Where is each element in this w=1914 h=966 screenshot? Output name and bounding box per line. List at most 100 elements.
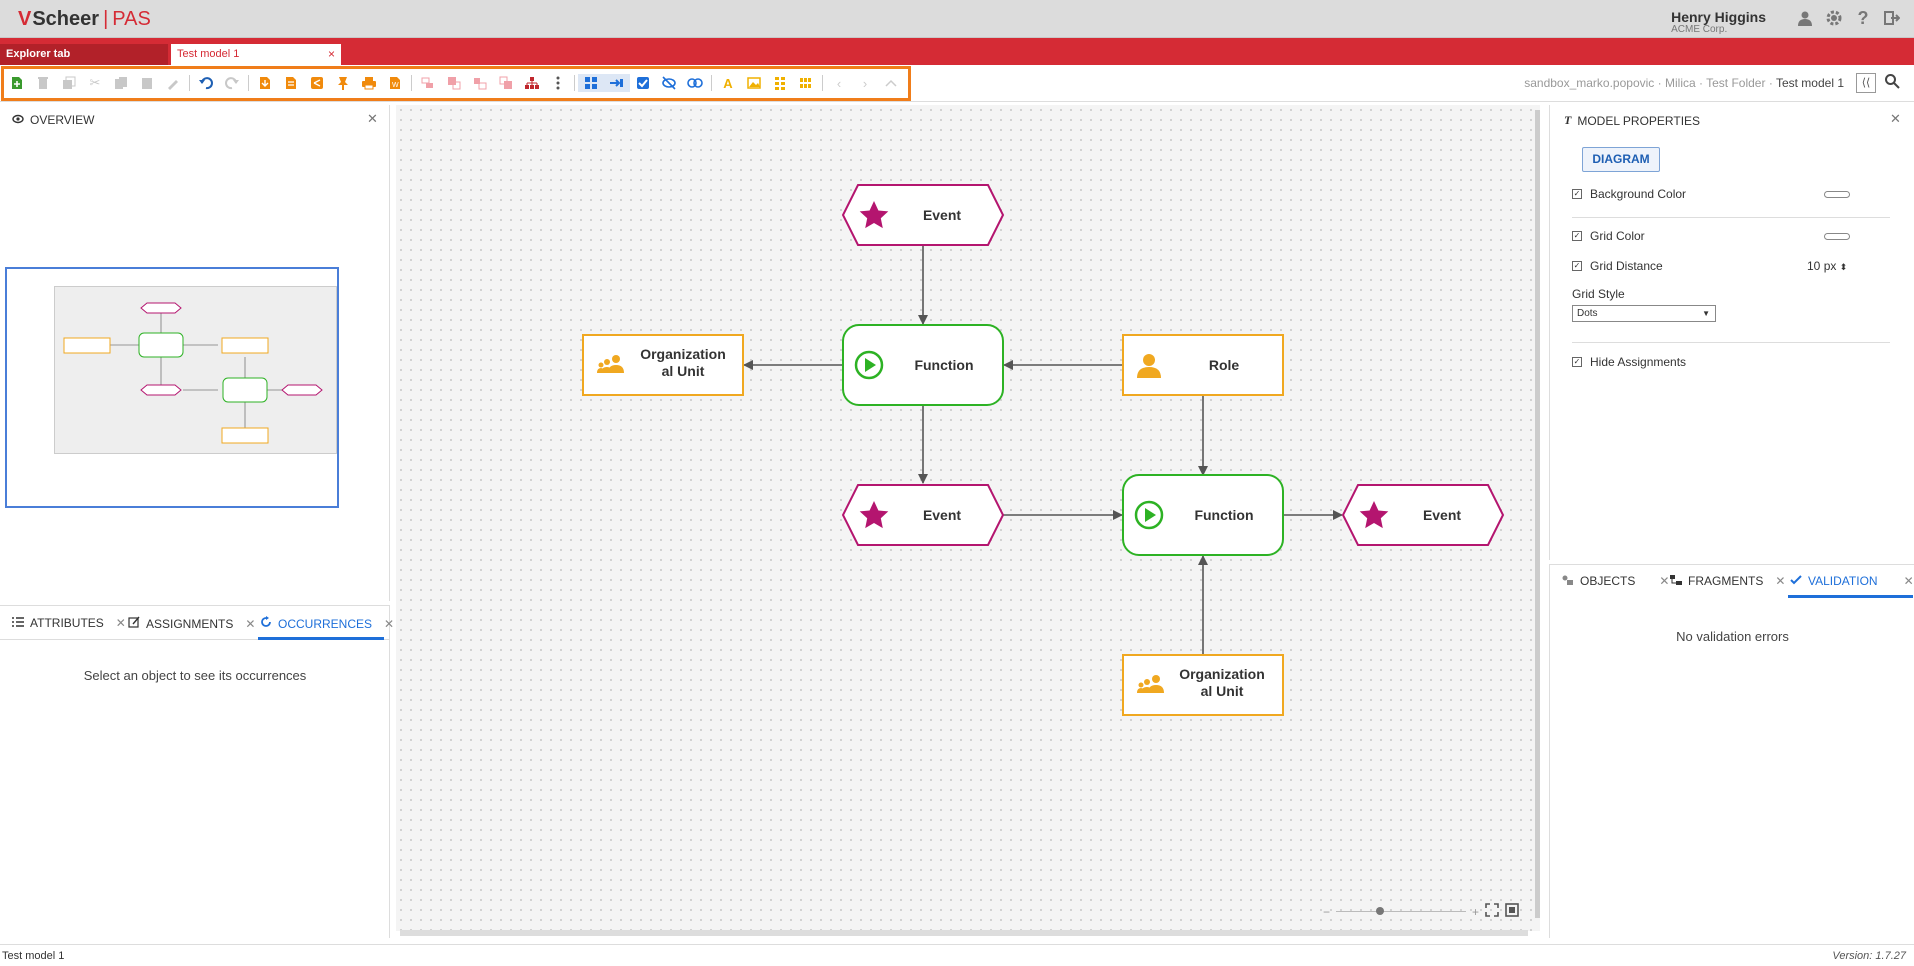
close-fragments-icon[interactable]: ✕	[1775, 574, 1786, 588]
collapse-panels-icon[interactable]: ⟨⟨	[1856, 73, 1876, 93]
word-export-icon[interactable]: W	[382, 74, 408, 92]
gear-icon[interactable]	[1824, 8, 1844, 28]
fit-to-screen-icon[interactable]	[1485, 903, 1499, 920]
columns-icon[interactable]	[767, 74, 793, 92]
tab-attributes[interactable]: ATTRIBUTES ✕	[12, 616, 126, 630]
function-node[interactable]: Function	[842, 324, 1004, 406]
breadcrumb-separator: ·	[1657, 76, 1662, 90]
close-occurrences-icon[interactable]: ✕	[384, 616, 395, 631]
diagram-canvas[interactable]: Event Function Organization al Unit Role…	[396, 105, 1540, 931]
close-overview-icon[interactable]: ✕	[367, 111, 378, 126]
validate-icon[interactable]	[630, 74, 656, 92]
event-node[interactable]: Event	[841, 484, 1005, 546]
close-tab-icon[interactable]: ×	[327, 47, 335, 61]
zoom-slider-handle[interactable]	[1376, 907, 1385, 915]
close-properties-icon[interactable]: ✕	[1890, 111, 1901, 126]
hierarchy-icon[interactable]	[519, 74, 545, 92]
tab-test-model[interactable]: Test model 1 ×	[171, 44, 341, 65]
organizational-unit-node[interactable]: Organization al Unit	[1122, 654, 1284, 716]
tab-occurrences[interactable]: OCCURRENCES ✕	[260, 616, 394, 631]
new-model-icon[interactable]	[4, 74, 30, 92]
up-icon[interactable]	[878, 74, 904, 92]
next-icon[interactable]: ›	[862, 75, 868, 91]
redo-icon[interactable]	[219, 74, 245, 92]
model-properties-title: MODEL PROPERTIES	[1577, 113, 1701, 128]
grid-color-checkbox[interactable]: ✓	[1572, 231, 1582, 241]
grid-style-select[interactable]: Dots ▼	[1572, 305, 1716, 322]
snap-icon[interactable]	[604, 74, 630, 92]
logout-icon[interactable]	[1882, 8, 1902, 28]
role-node[interactable]: Role	[1122, 334, 1284, 396]
format-painter-icon[interactable]	[160, 74, 186, 92]
event-node[interactable]: Event	[1341, 484, 1505, 546]
previous-icon[interactable]: ‹	[836, 75, 842, 91]
background-color-label: Background Color	[1590, 187, 1687, 201]
pin-icon[interactable]	[330, 74, 356, 92]
share-icon[interactable]	[304, 74, 330, 92]
user-icon[interactable]	[1795, 8, 1815, 28]
close-validation-icon[interactable]: ✕	[1903, 574, 1914, 588]
tab-explorer[interactable]: Explorer tab	[0, 44, 168, 65]
tab-objects[interactable]: OBJECTS ✕	[1562, 574, 1669, 588]
print-icon[interactable]	[356, 74, 382, 92]
search-icon[interactable]	[1884, 73, 1904, 93]
hide-icon[interactable]	[656, 74, 682, 92]
close-attributes-icon[interactable]: ✕	[115, 616, 126, 630]
text-icon[interactable]: A	[723, 75, 733, 91]
horizontal-scrollbar[interactable]	[400, 930, 1528, 936]
tab-validation[interactable]: VALIDATION ✕	[1790, 574, 1914, 588]
stepper-arrows-icon[interactable]: ⬍	[1839, 262, 1848, 272]
tab-assignments[interactable]: ASSIGNMENTS ✕	[128, 616, 255, 631]
user-info[interactable]: Henry Higgins ACME Corp.	[1671, 9, 1766, 35]
breadcrumb-item[interactable]: Test Folder	[1706, 76, 1766, 90]
grid-distance-stepper[interactable]: 10 px ⬍	[1807, 259, 1847, 273]
grid-distance-checkbox[interactable]: ✓	[1572, 261, 1582, 271]
active-tab-indicator	[258, 637, 384, 640]
more-options-icon[interactable]	[545, 74, 571, 92]
delete-icon[interactable]	[30, 74, 56, 92]
paste-icon[interactable]	[134, 74, 160, 92]
overview-header: OVERVIEW	[12, 113, 94, 127]
undo-icon[interactable]	[193, 74, 219, 92]
overview-panel: OVERVIEW ✕	[0, 105, 390, 601]
close-objects-icon[interactable]: ✕	[1659, 574, 1670, 588]
event-node[interactable]: Event	[841, 184, 1005, 246]
zoom-out-button[interactable]: −	[1323, 904, 1331, 919]
close-assignments-icon[interactable]: ✕	[245, 616, 256, 631]
zoom-slider[interactable]	[1336, 907, 1467, 915]
background-color-swatch[interactable]	[1824, 191, 1850, 198]
breadcrumb-item[interactable]: Milica	[1664, 76, 1696, 90]
overview-title: OVERVIEW	[30, 113, 95, 127]
image-icon[interactable]	[741, 74, 767, 92]
vertical-scrollbar[interactable]	[1535, 110, 1540, 918]
table-icon[interactable]	[793, 74, 819, 92]
grid-distance-label: Grid Distance	[1590, 259, 1663, 273]
link-icon[interactable]	[682, 74, 708, 92]
align-right-icon[interactable]	[467, 74, 493, 92]
tab-fragments[interactable]: FRAGMENTS ✕	[1670, 574, 1785, 588]
organizational-unit-node[interactable]: Organization al Unit	[582, 334, 744, 396]
diagram-tab-button[interactable]: DIAGRAM	[1582, 147, 1660, 172]
align-left-icon[interactable]	[415, 74, 441, 92]
layout-grid-icon[interactable]	[578, 74, 604, 92]
grid-style-label: Grid Style	[1572, 287, 1625, 301]
function-node[interactable]: Function	[1122, 474, 1284, 556]
overview-minimap[interactable]	[54, 286, 337, 454]
import-icon[interactable]	[252, 74, 278, 92]
distribute-icon[interactable]	[493, 74, 519, 92]
grid-color-swatch[interactable]	[1824, 233, 1850, 240]
duplicate-icon[interactable]	[56, 74, 82, 92]
breadcrumb-item[interactable]: sandbox_marko.popovic	[1524, 76, 1655, 90]
help-icon[interactable]: ?	[1857, 7, 1869, 28]
actual-size-icon[interactable]	[1505, 903, 1519, 920]
hide-assignments-checkbox[interactable]: ✓	[1572, 357, 1582, 367]
cut-icon[interactable]: ✂	[89, 75, 101, 90]
export-icon[interactable]	[278, 74, 304, 92]
align-center-icon[interactable]	[441, 74, 467, 92]
zoom-in-button[interactable]: +	[1472, 904, 1480, 919]
background-color-checkbox[interactable]: ✓	[1572, 189, 1582, 199]
scheer-pas-logo[interactable]: V Scheer | PAS	[18, 8, 151, 31]
overview-viewport[interactable]	[5, 267, 339, 508]
copy-icon[interactable]	[108, 74, 134, 92]
eye-icon	[12, 113, 24, 127]
